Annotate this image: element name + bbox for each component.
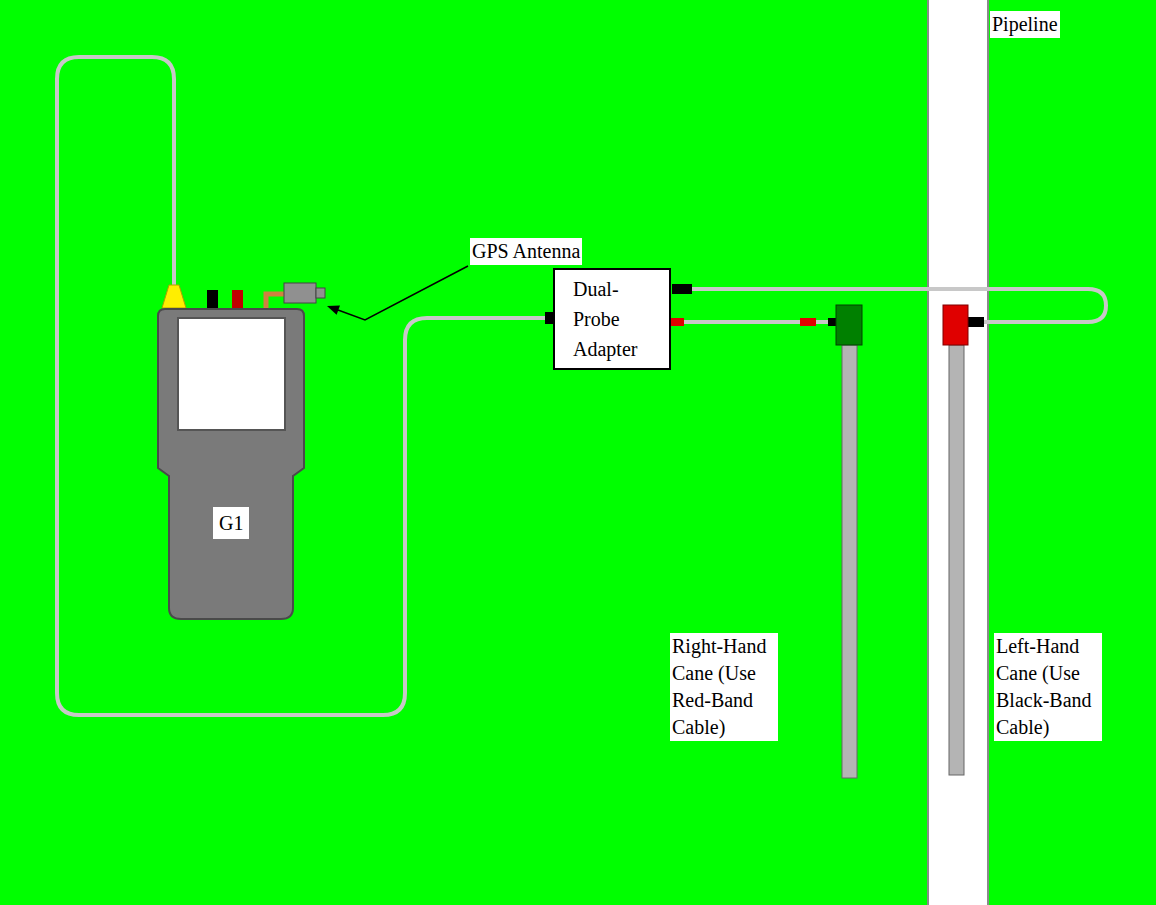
adapter-input-port	[545, 312, 553, 324]
black-band-cable	[692, 289, 1106, 322]
device-casing	[158, 309, 304, 619]
handheld-device: G1	[157, 308, 305, 620]
device-body	[157, 308, 305, 620]
pipeline-pipe	[928, 0, 988, 905]
cane-head-green	[836, 305, 862, 345]
callout-label: Pipeline	[990, 11, 1060, 38]
device-screen	[178, 318, 285, 430]
callout-label: Left-Hand Cane (Use Black-Band Cable)	[994, 633, 1102, 741]
cable-connector	[162, 285, 186, 308]
box-label: Dual-Probe Adapter	[573, 274, 651, 364]
cable-connector	[57, 57, 553, 715]
red-jack	[232, 290, 243, 308]
cable-plug	[672, 284, 692, 294]
adapter-box: Dual-Probe Adapter	[553, 268, 671, 370]
leader-arrowhead	[327, 305, 340, 314]
device-label: G1	[213, 507, 249, 539]
cane-rod	[842, 345, 857, 778]
black-jack	[207, 290, 218, 308]
gps-antenna	[284, 283, 316, 303]
cane-rod	[949, 345, 964, 775]
gps-antenna-tip	[316, 288, 325, 298]
antenna-cable	[266, 294, 285, 308]
callout-label: Right-Hand Cane (Use Red-Band Cable)	[670, 633, 778, 741]
red-band	[800, 318, 816, 326]
leader-line	[338, 266, 468, 320]
cane-head-red	[943, 305, 968, 345]
cable-plug	[968, 317, 984, 327]
callout-label: GPS Antenna	[470, 238, 582, 265]
